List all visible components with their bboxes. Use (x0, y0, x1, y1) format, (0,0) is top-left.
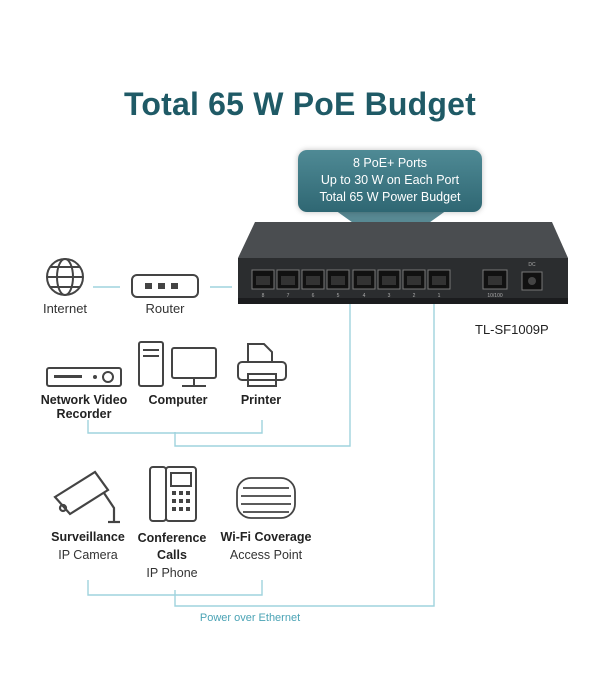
ap-subtitle: Access Point (229, 548, 303, 562)
port-number: 4 (363, 293, 366, 299)
poe-label: Power over Ethernet (199, 612, 301, 624)
phone-title: Conference Calls (137, 531, 207, 562)
port-number: 5 (337, 293, 340, 299)
internet-label: Internet (42, 301, 88, 316)
printer-icon (237, 343, 287, 387)
router-icon (131, 274, 199, 298)
switch-device (238, 222, 568, 304)
phone-subtitle: IP Phone (146, 566, 198, 580)
callout-line-1: 8 PoE+ Ports (353, 156, 427, 170)
security-camera-icon (53, 470, 120, 524)
port-number-row: 8 7 6 5 4 3 2 1 10/100 DC (262, 262, 536, 299)
port-number: 6 (312, 293, 315, 299)
poe-callout: 8 PoE+ Ports Up to 30 W on Each Port Tot… (298, 150, 482, 212)
printer-label: Printer (240, 393, 282, 407)
switch-model-label: TL-SF1009P (475, 322, 549, 337)
router-label: Router (145, 301, 185, 316)
port-number: 1 (438, 293, 441, 299)
ip-phone-icon (149, 466, 197, 522)
callout-line-2: Up to 30 W on Each Port (320, 173, 460, 187)
port-number: 7 (287, 293, 290, 299)
globe-icon (46, 258, 84, 296)
video-recorder-icon (46, 367, 122, 387)
power-label: DC (528, 262, 536, 268)
camera-subtitle: IP Camera (58, 548, 118, 562)
nvr-label: Network Video Recorder (40, 393, 128, 421)
camera-title: Surveillance (51, 530, 125, 544)
connection-lines (87, 286, 435, 607)
computer-label: Computer (148, 393, 208, 407)
port-number: 2 (413, 293, 416, 299)
ap-title: Wi-Fi Coverage (220, 530, 312, 544)
callout-line-3: Total 65 W Power Budget (319, 190, 461, 204)
uplink-label: 10/100 (487, 293, 503, 299)
access-point-icon (236, 477, 296, 519)
computer-icon (138, 341, 217, 387)
page-title: Total 65 W PoE Budget (123, 86, 477, 122)
port-number: 3 (388, 293, 391, 299)
port-number: 8 (262, 293, 265, 299)
